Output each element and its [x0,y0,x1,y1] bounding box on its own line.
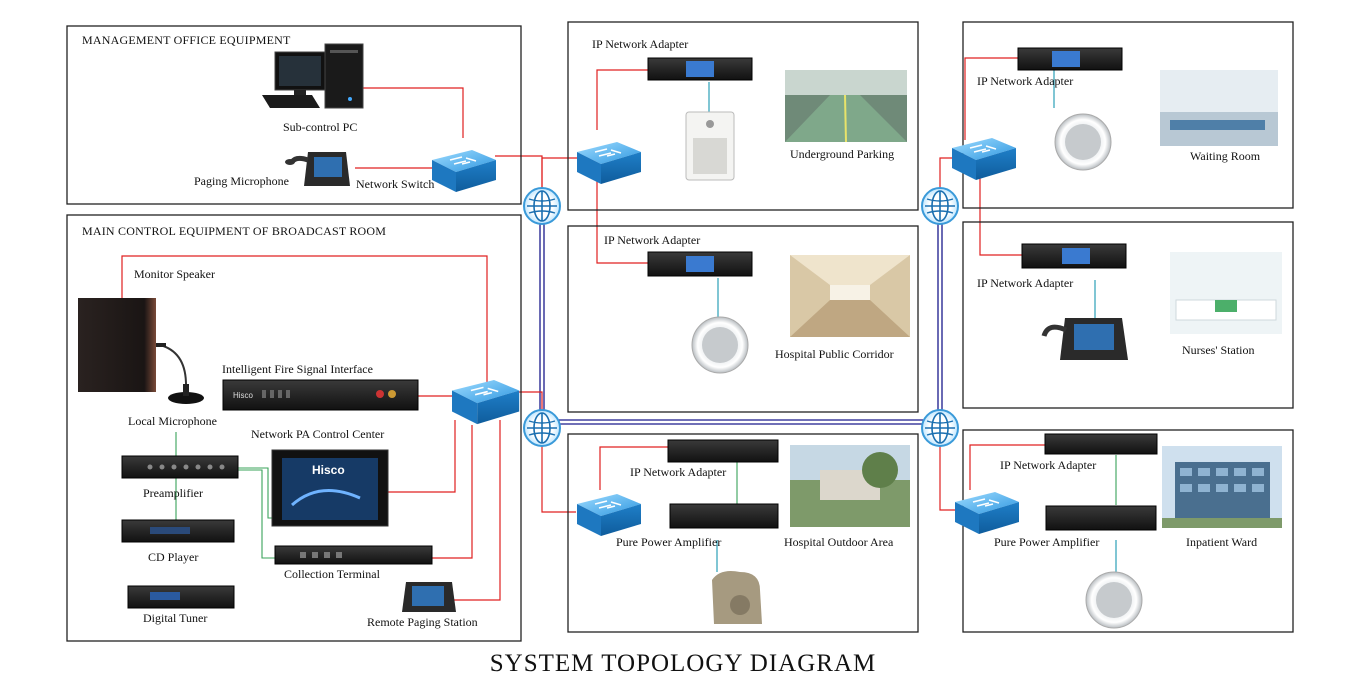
label-power-amplifier-inpatient: Pure Power Amplifier [994,535,1100,549]
ceiling-speaker-icon [1085,571,1143,629]
label-ip-adapter-corridor: IP Network Adapter [604,233,701,247]
network-switch-icon [452,380,520,425]
label-ip-adapter-parking: IP Network Adapter [592,37,689,51]
hospital-corridor-image [790,255,910,337]
collection-terminal-icon [274,545,433,565]
label-power-amplifier-outdoor: Pure Power Amplifier [616,535,722,549]
globe-icon-4 [921,409,959,447]
svg-text:Hisco: Hisco [233,391,254,400]
label-ip-adapter-nurses: IP Network Adapter [977,276,1074,290]
label-remote-paging-station: Remote Paging Station [367,615,478,629]
fire-signal-interface-icon: Hisco [222,379,419,411]
ip-adapter-waiting-icon [1017,47,1123,71]
label-preamplifier: Preamplifier [143,486,203,500]
paging-microphone-icon [285,152,350,186]
label-pa-control-center: Network PA Control Center [251,427,385,441]
label-network-switch: Network Switch [356,177,435,191]
globe-icon-2 [523,409,561,447]
waiting-room-image [1160,70,1278,146]
ip-adapter-nurses-icon [1021,243,1127,269]
rock-speaker-icon [712,571,762,624]
underground-parking-image [785,70,907,143]
network-switch-icon [955,492,1019,534]
network-switch-icon [577,494,641,536]
preamplifier-icon [121,455,239,479]
label-ip-adapter-waiting: IP Network Adapter [977,74,1074,88]
label-collection-terminal: Collection Terminal [284,567,380,581]
hospital-outdoor-image [790,445,910,527]
label-inpatient-ward: Inpatient Ward [1186,535,1258,549]
ip-adapter-corridor-icon [647,251,753,277]
section-title-management: MANAGEMENT OFFICE EQUIPMENT [82,33,291,47]
ceiling-speaker-icon [691,316,749,374]
power-amplifier-inpatient-icon [1045,505,1157,531]
red-links [121,57,1045,601]
local-microphone-icon [156,343,204,404]
network-switch-icon [432,150,496,192]
ip-adapter-outdoor-icon [667,439,779,463]
nurses-station-image [1170,252,1282,334]
label-sub-control-pc: Sub-control PC [283,120,358,134]
backbone-lines [539,205,943,430]
label-digital-tuner: Digital Tuner [143,611,208,625]
green-links [175,432,1117,559]
sub-control-pc-icon [262,43,364,109]
ip-adapter-inpatient-icon [1044,433,1158,455]
monitor-speaker-icon [78,298,156,392]
label-fire-signal-interface: Intelligent Fire Signal Interface [222,362,373,376]
pa-control-center-icon: Hisco [271,449,389,527]
diagram-title: SYSTEM TOPOLOGY DIAGRAM [489,650,877,677]
ip-adapter-parking-icon [647,57,753,81]
label-waiting-room: Waiting Room [1190,149,1261,163]
paging-console-icon [1041,318,1128,360]
network-switch-icon [577,142,641,184]
label-ip-adapter-inpatient: IP Network Adapter [1000,458,1097,472]
inpatient-ward-image [1162,446,1282,528]
ceiling-speaker-icon [1054,113,1112,171]
cyan-links [708,70,1117,572]
label-monitor-speaker: Monitor Speaker [134,267,215,281]
label-cd-player: CD Player [148,550,199,564]
remote-paging-station-icon [402,582,456,612]
label-hospital-outdoor-area: Hospital Outdoor Area [784,535,894,549]
label-nurses-station: Nurses' Station [1182,343,1255,357]
network-switch-icon [952,138,1016,180]
switch-icons [432,138,1019,536]
section-title-main-control: MAIN CONTROL EQUIPMENT OF BROADCAST ROOM [82,224,387,238]
section-boxes [66,21,1294,642]
cd-player-icon [121,519,235,543]
globe-icon-1 [523,187,561,225]
label-ip-adapter-outdoor: IP Network Adapter [630,465,727,479]
power-amplifier-outdoor-icon [669,503,779,529]
label-underground-parking: Underground Parking [790,147,895,161]
label-local-microphone: Local Microphone [128,414,217,428]
label-hospital-public-corridor: Hospital Public Corridor [775,347,894,361]
globe-icon-3 [921,187,959,225]
wall-speaker-icon [685,111,735,181]
digital-tuner-icon [127,585,235,609]
globe-icons [523,187,959,447]
label-paging-microphone: Paging Microphone [194,174,289,188]
svg-text:Hisco: Hisco [312,463,345,477]
